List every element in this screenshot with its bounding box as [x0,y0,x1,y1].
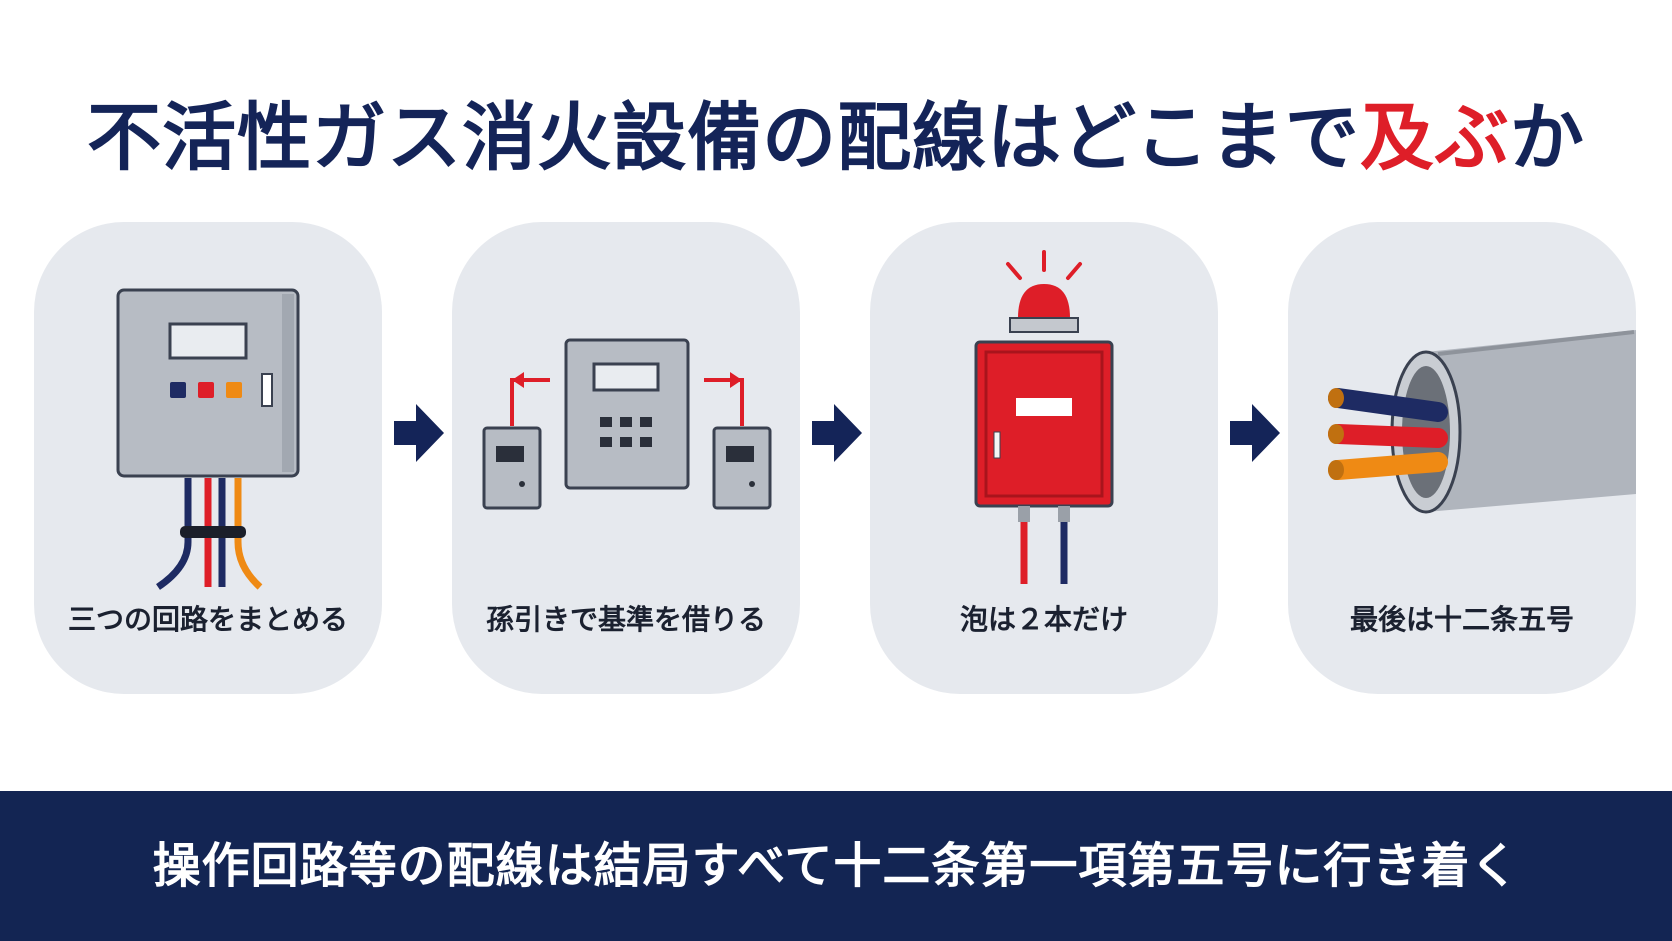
page-title: 不活性ガス消火設備の配線はどこまで及ぶか [0,88,1672,188]
step-card-3: 泡は２本だけ [870,222,1218,694]
arrow-right-icon [1228,398,1284,472]
step-card-4: 最後は十二条五号 [1288,222,1636,694]
arrow-right-icon [810,398,866,472]
step-card-2: 孫引きで基準を借りる [452,222,800,694]
alarm-box-icon [974,250,1114,584]
linked-panels-icon [482,338,772,510]
control-panel-icon [116,288,300,590]
step-label-4: 最後は十二条五号 [1349,603,1574,636]
step-card-1: 三つの回路をまとめる [34,222,382,694]
cable-conduit-icon [1328,330,1636,514]
step-label-1: 三つの回路をまとめる [67,603,348,636]
title-main: 不活性ガス消火設備の配線はどこまで [87,95,1360,181]
step-label-2: 孫引きで基準を借りる [485,603,766,636]
conclusion-banner: 操作回路等の配線は結局すべて十二条第一項第五号に行き着く [0,791,1672,941]
step-label-3: 泡は２本だけ [959,603,1128,636]
arrow-right-icon [392,398,448,472]
conclusion-text: 操作回路等の配線は結局すべて十二条第一項第五号に行き着く [152,838,1520,894]
title-accent: 及ぶ [1359,95,1510,181]
title-tail: か [1509,95,1585,181]
